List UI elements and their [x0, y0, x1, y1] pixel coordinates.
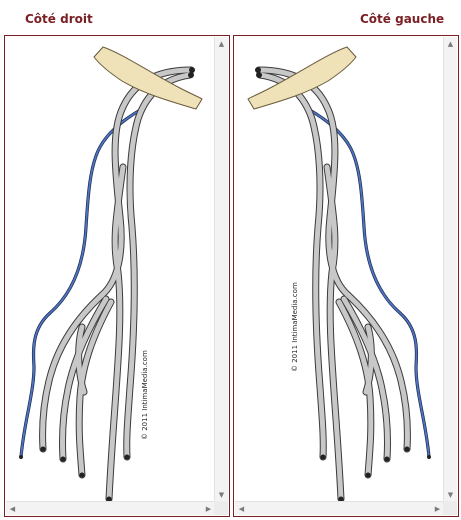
panel-title-left-side: Côté gauche — [360, 12, 445, 26]
vessel-ends — [19, 67, 195, 501]
scrollbar-corner — [214, 501, 228, 515]
vessel-diagram: © 2011 IntimaMedia.com — [19, 46, 203, 501]
diagram-viewport: © 2011 IntimaMedia.com — [235, 37, 444, 501]
vertical-scrollbar[interactable]: ▲ ▼ — [443, 37, 457, 501]
nerve-path-inner — [307, 108, 430, 458]
bone-band — [93, 46, 203, 110]
diagram-artwork — [19, 46, 203, 501]
vertical-scrollbar[interactable]: ▲ ▼ — [214, 37, 228, 501]
diagram-viewport: © 2011 IntimaMedia.com — [6, 37, 215, 501]
horizontal-scrollbar[interactable]: ◀ ▶ — [6, 501, 215, 515]
panel-frame-left-side: © 2011 IntimaMedia.com ▲ ▼ ◀ ▶ — [233, 35, 459, 517]
panel-title-right-side: Côté droit — [25, 12, 93, 26]
scroll-left-arrow[interactable]: ◀ — [9, 504, 16, 513]
copyright-text: © 2011 IntimaMedia.com — [291, 282, 299, 372]
vessel-diagram: © 2011 IntimaMedia.com — [247, 46, 431, 501]
scroll-right-arrow[interactable]: ▶ — [434, 504, 441, 513]
scroll-right-arrow[interactable]: ▶ — [205, 504, 212, 513]
scroll-left-arrow[interactable]: ◀ — [238, 504, 245, 513]
scrollbar-corner — [443, 501, 457, 515]
panel-frame-right-side: © 2011 IntimaMedia.com ▲ ▼ ◀ ▶ — [4, 35, 230, 517]
horizontal-scrollbar[interactable]: ◀ ▶ — [235, 501, 444, 515]
vessel-fills — [256, 67, 410, 501]
vessel-fills — [40, 67, 194, 501]
copyright-text: © 2011 IntimaMedia.com — [141, 350, 149, 440]
scroll-up-arrow[interactable]: ▲ — [218, 39, 225, 48]
vessel-ends — [255, 67, 431, 501]
bone-band — [247, 46, 357, 110]
nerve-path-inner — [20, 108, 143, 458]
diagram-artwork-mirrored — [247, 46, 431, 501]
scroll-down-arrow[interactable]: ▼ — [447, 490, 454, 499]
scroll-down-arrow[interactable]: ▼ — [218, 490, 225, 499]
scroll-up-arrow[interactable]: ▲ — [447, 39, 454, 48]
